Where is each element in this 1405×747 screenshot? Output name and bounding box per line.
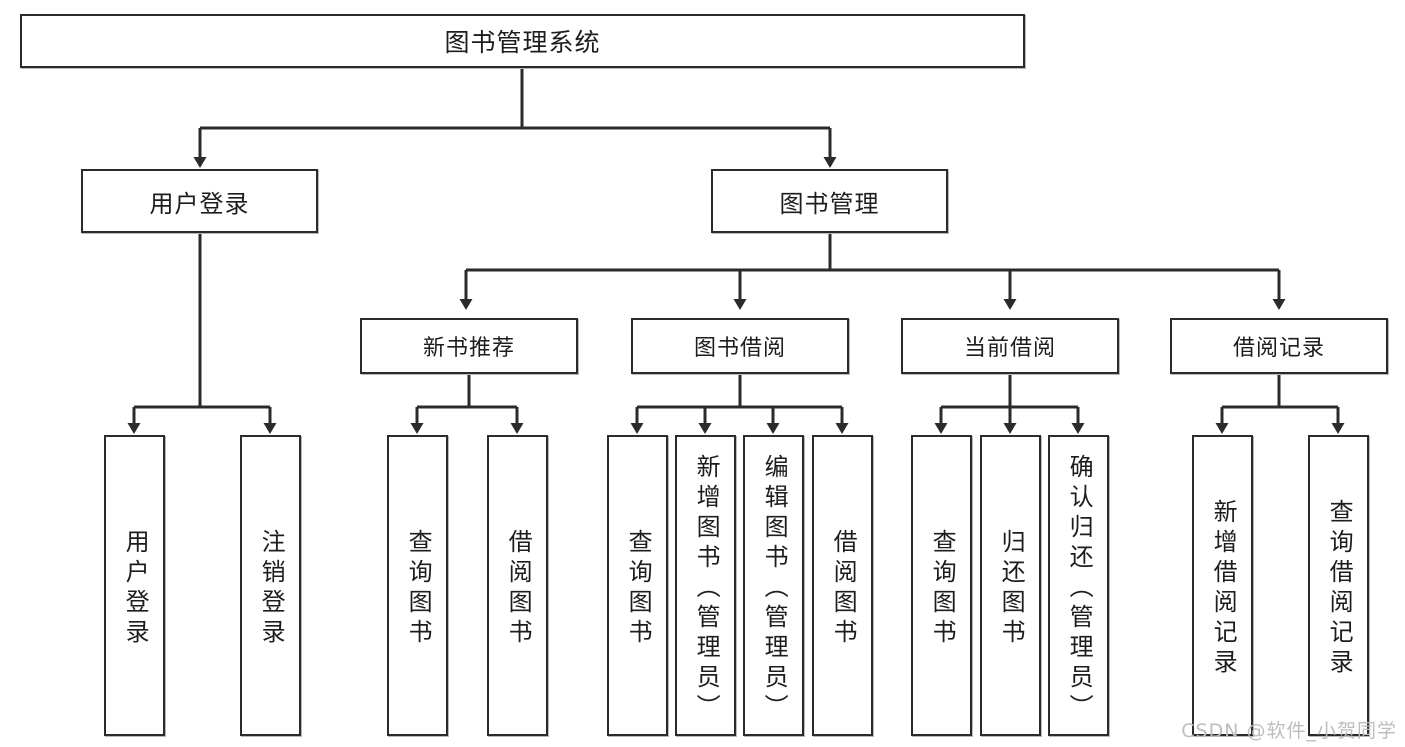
leaf-label: 查询图书 [928, 528, 957, 649]
leaf-inner: 新增图书（管理员） [677, 443, 734, 734]
leaf-current-borrow-query[interactable]: 查询图书 [911, 435, 972, 736]
node-borrow-record-label: 借阅记录 [1232, 336, 1325, 361]
leaf-book-borrow-query[interactable]: 查询图书 [607, 435, 668, 736]
leaf-inner: 用户登录 [106, 443, 163, 734]
node-book-management-label: 图书管理 [779, 189, 880, 218]
leaf-inner: 查询图书 [389, 443, 446, 734]
node-new-book-recommend[interactable]: 新书推荐 [360, 318, 578, 374]
leaf-label: 查询图书 [624, 528, 653, 649]
node-borrow-record[interactable]: 借阅记录 [1170, 318, 1388, 374]
leaf-label: 借阅图书 [829, 528, 858, 649]
leaf-new-book-query[interactable]: 查询图书 [387, 435, 448, 736]
leaf-user-login-signin[interactable]: 用户登录 [104, 435, 165, 736]
leaf-label: 查询借阅记录 [1325, 498, 1354, 679]
node-book-borrow-label: 图书借阅 [693, 336, 786, 361]
leaf-inner: 新增借阅记录 [1194, 443, 1251, 734]
leaf-label: 归还图书 [997, 528, 1026, 649]
leaf-book-borrow-add[interactable]: 新增图书（管理员） [675, 435, 736, 736]
leaf-inner: 查询图书 [913, 443, 970, 734]
node-user-login-label: 用户登录 [149, 189, 250, 218]
leaf-inner: 借阅图书 [814, 443, 871, 734]
node-current-borrow-label: 当前借阅 [963, 336, 1056, 361]
leaf-label: 注销登录 [257, 528, 286, 649]
leaf-inner: 编辑图书（管理员） [745, 443, 802, 734]
node-new-book-recommend-label: 新书推荐 [422, 336, 515, 361]
leaf-borrow-record-add[interactable]: 新增借阅记录 [1192, 435, 1253, 736]
leaf-current-borrow-return[interactable]: 归还图书 [980, 435, 1041, 736]
leaf-label: 查询图书 [404, 528, 433, 649]
leaf-inner: 查询借阅记录 [1310, 443, 1367, 734]
node-current-borrow[interactable]: 当前借阅 [901, 318, 1119, 374]
leaf-new-book-borrow[interactable]: 借阅图书 [487, 435, 548, 736]
node-user-login[interactable]: 用户登录 [81, 169, 318, 233]
leaf-inner: 注销登录 [242, 443, 299, 734]
node-book-borrow[interactable]: 图书借阅 [631, 318, 849, 374]
leaf-label: 确认归还（管理员） [1065, 453, 1094, 724]
leaf-inner: 归还图书 [982, 443, 1039, 734]
leaf-label: 编辑图书（管理员） [760, 453, 789, 724]
leaf-inner: 确认归还（管理员） [1050, 443, 1107, 734]
node-root[interactable]: 图书管理系统 [20, 14, 1025, 68]
leaf-inner: 借阅图书 [489, 443, 546, 734]
node-root-label: 图书管理系统 [444, 28, 601, 57]
leaf-current-borrow-confirm[interactable]: 确认归还（管理员） [1048, 435, 1109, 736]
leaf-label: 新增借阅记录 [1209, 498, 1238, 679]
leaf-label: 新增图书（管理员） [692, 453, 721, 724]
leaf-label: 用户登录 [121, 528, 150, 649]
leaf-book-borrow-edit[interactable]: 编辑图书（管理员） [743, 435, 804, 736]
leaf-label: 借阅图书 [504, 528, 533, 649]
leaf-inner: 查询图书 [609, 443, 666, 734]
leaf-book-borrow-lend[interactable]: 借阅图书 [812, 435, 873, 736]
node-book-management[interactable]: 图书管理 [711, 169, 948, 233]
csdn-watermark: CSDN @软件_小贺同学 [1181, 720, 1397, 742]
leaf-borrow-record-query[interactable]: 查询借阅记录 [1308, 435, 1369, 736]
leaf-user-login-signout[interactable]: 注销登录 [240, 435, 301, 736]
